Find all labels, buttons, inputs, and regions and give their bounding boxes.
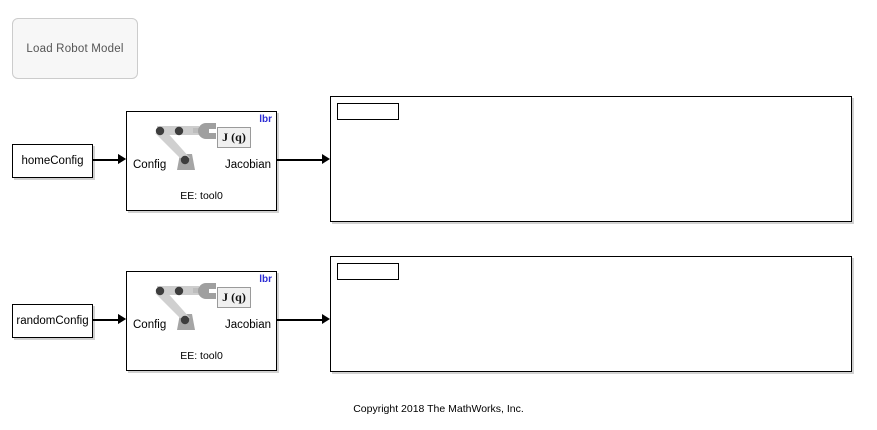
source-block-label: homeConfig — [21, 155, 84, 167]
input-port-label-config: Config — [133, 319, 167, 331]
input-port-arrow-1 — [118, 154, 126, 164]
signal-line-jacobian-1 — [277, 159, 324, 161]
signal-arrow-jacobian-1 — [322, 154, 330, 164]
output-port-label-jacobian: Jacobian — [224, 319, 271, 331]
output-port-label-jacobian: Jacobian — [224, 159, 271, 171]
copyright-notice: Copyright 2018 The MathWorks, Inc. — [353, 403, 524, 415]
end-effector-label: EE: tool0 — [180, 190, 223, 202]
input-port-label-config: Config — [133, 159, 167, 171]
robot-arm-icon — [155, 123, 216, 170]
signal-line-config-2 — [93, 319, 122, 321]
get-jacobian-block-2[interactable]: lbr J (q) Config Jacobian EE: tool0 — [126, 271, 277, 371]
robot-model-tag: lbr — [259, 274, 272, 285]
source-block-label: randomConfig — [16, 315, 89, 327]
source-block-random-config[interactable]: randomConfig — [12, 304, 93, 338]
display-block-2[interactable] — [330, 256, 852, 372]
signal-line-config-1 — [93, 159, 122, 161]
display-value — [337, 103, 399, 120]
load-robot-model-button[interactable]: Load Robot Model — [12, 18, 138, 79]
input-port-arrow-2 — [118, 314, 126, 324]
end-effector-label: EE: tool0 — [180, 350, 223, 362]
jacobian-symbol-box: J (q) — [217, 127, 251, 148]
robot-model-tag: lbr — [259, 114, 272, 125]
jacobian-symbol-box: J (q) — [217, 287, 251, 308]
display-block-1[interactable] — [330, 96, 852, 222]
get-jacobian-block-1[interactable]: lbr J (q) Config Jacobian EE: tool0 — [126, 111, 277, 211]
signal-arrow-jacobian-2 — [322, 314, 330, 324]
robot-arm-icon — [155, 283, 216, 330]
display-value — [337, 263, 399, 280]
signal-line-jacobian-2 — [277, 319, 324, 321]
source-block-home-config[interactable]: homeConfig — [12, 144, 93, 178]
